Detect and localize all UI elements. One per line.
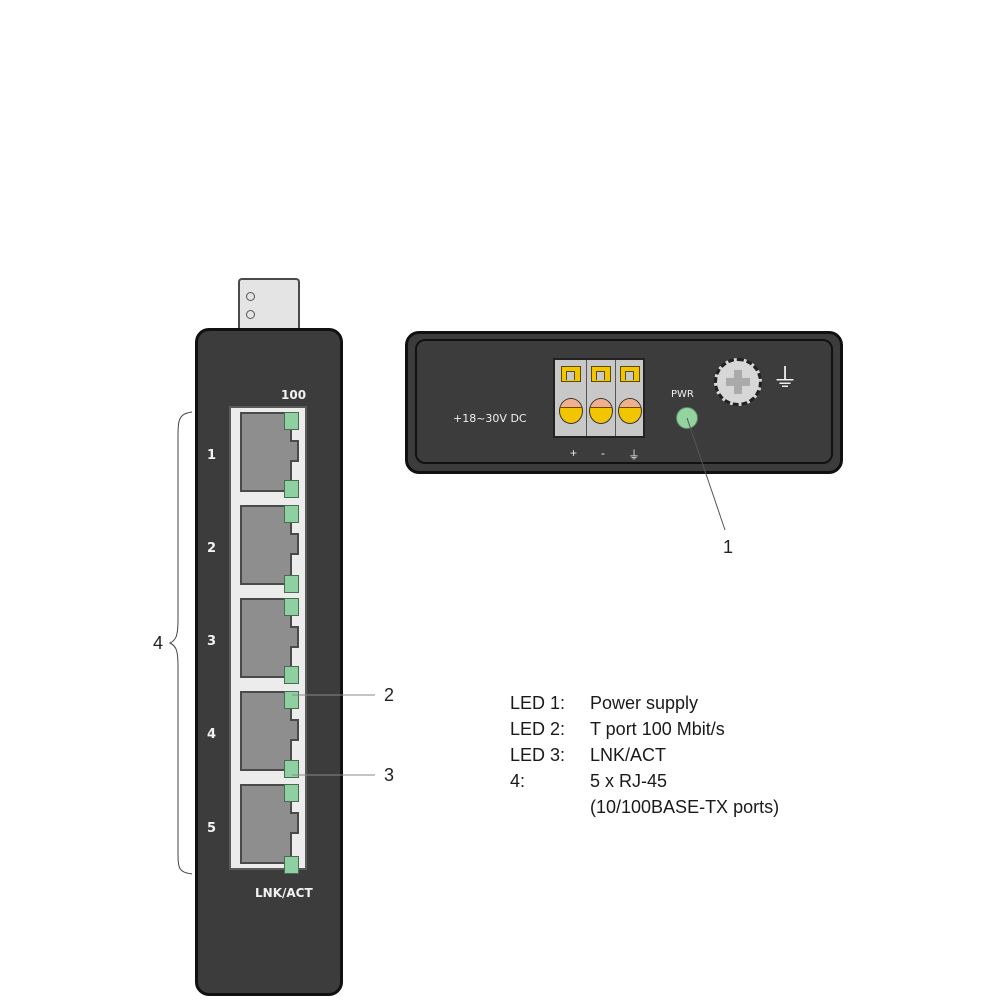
- clip-hole: [246, 292, 255, 301]
- legend-row: (10/100BASE-TX ports): [510, 794, 779, 820]
- ground-icon: ⏚: [772, 363, 799, 393]
- terminal-plus[interactable]: [557, 360, 585, 436]
- port-number: 5: [207, 821, 217, 836]
- legend-key: [510, 794, 590, 820]
- terminal-release-lever: [561, 366, 581, 382]
- rj45-port-2[interactable]: [240, 505, 299, 589]
- plus-symbol: +: [570, 446, 578, 460]
- legend-row: LED 2: T port 100 Mbit/s: [510, 716, 779, 742]
- speed-led-header-label: 100: [281, 388, 307, 402]
- legend: LED 1: Power supply LED 2: T port 100 Mb…: [510, 690, 779, 820]
- callout-2: 2: [384, 685, 395, 705]
- rj45-port-4[interactable]: [240, 691, 299, 775]
- callout-1: 1: [723, 537, 734, 557]
- port-latch: [290, 533, 299, 555]
- terminal-minus[interactable]: [586, 360, 614, 436]
- port-cavity: [240, 691, 292, 771]
- legend-key: LED 2:: [510, 719, 566, 739]
- legend-value: (10/100BASE-TX ports): [590, 797, 780, 817]
- rj45-port-1[interactable]: [240, 412, 299, 496]
- port-latch: [290, 440, 299, 462]
- port-latch: [290, 812, 299, 834]
- legend-row: 4: 5 x RJ-45: [510, 768, 779, 794]
- ground-icon: ⏚: [628, 448, 641, 462]
- legend-row: LED 3: LNK/ACT: [510, 742, 779, 768]
- rj45-port-3[interactable]: [240, 598, 299, 682]
- pwr-label: PWR: [671, 389, 694, 400]
- terminal-wire-entry: [589, 398, 613, 424]
- legend-value: Power supply: [590, 693, 699, 713]
- port-number: 4: [207, 727, 217, 742]
- led-100-port-3: [284, 598, 299, 616]
- power-terminal-block: [553, 358, 645, 438]
- ground-screw-icon[interactable]: [714, 358, 762, 406]
- legend-key: 4:: [510, 771, 526, 791]
- port-cavity: [240, 505, 292, 585]
- led-lnk-port-1: [284, 480, 299, 498]
- led-100-port-5: [284, 784, 299, 802]
- terminal-release-lever: [620, 366, 640, 382]
- led-lnk-port-3: [284, 666, 299, 684]
- din-rail-clip: [238, 278, 300, 334]
- legend-row: LED 1: Power supply: [510, 690, 779, 716]
- port-number: 1: [207, 448, 217, 463]
- port-latch: [290, 626, 299, 648]
- voltage-label: +18~30V DC: [453, 412, 527, 425]
- port-number: 2: [207, 541, 217, 556]
- legend-key: LED 3:: [510, 745, 566, 765]
- terminal-ground[interactable]: [615, 360, 643, 436]
- led-100-port-1: [284, 412, 299, 430]
- minus-symbol: -: [601, 446, 605, 460]
- led-100-port-2: [284, 505, 299, 523]
- rj45-port-5[interactable]: [240, 784, 299, 868]
- callout-3: 3: [384, 765, 395, 785]
- top-panel-inset: [415, 339, 833, 464]
- clip-hole: [246, 310, 255, 319]
- port-number: 3: [207, 634, 217, 649]
- led-lnk-port-2: [284, 575, 299, 593]
- legend-value: LNK/ACT: [590, 745, 667, 765]
- legend-value: T port 100 Mbit/s: [590, 719, 725, 739]
- led-lnk-port-5: [284, 856, 299, 874]
- legend-value: 5 x RJ-45: [590, 771, 668, 791]
- legend-key: LED 1:: [510, 693, 566, 713]
- terminal-wire-entry: [618, 398, 642, 424]
- callout-4: 4: [153, 633, 164, 653]
- terminal-wire-entry: [559, 398, 583, 424]
- led-lnk-port-4: [284, 760, 299, 778]
- terminal-release-lever: [591, 366, 611, 382]
- lnk-act-footer-label: LNK/ACT: [255, 886, 313, 900]
- port-latch: [290, 719, 299, 741]
